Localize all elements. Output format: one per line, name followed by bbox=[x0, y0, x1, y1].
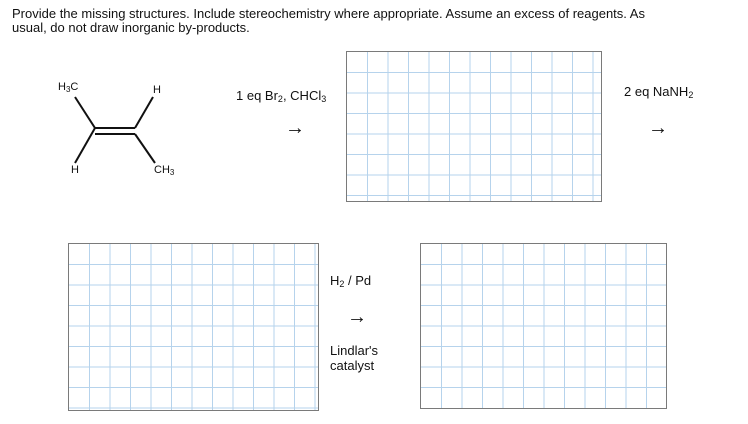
instructions: Provide the missing structures. Include … bbox=[12, 7, 732, 35]
methyl-label-top-left: H3C bbox=[58, 81, 79, 94]
catalyst-line-1: Lindlar's bbox=[330, 343, 379, 358]
reagent-step-3: H2 / Pd bbox=[330, 273, 372, 289]
reaction-arrow-2-icon: → bbox=[648, 117, 668, 139]
reaction-arrow-1-icon: → bbox=[285, 117, 305, 139]
answer-box-3[interactable] bbox=[420, 243, 667, 409]
grid-pattern-3 bbox=[421, 244, 666, 408]
reaction-arrow-3-icon: → bbox=[347, 306, 367, 328]
hydrogen-label-bottom-left: H bbox=[71, 164, 79, 176]
answer-box-1[interactable] bbox=[346, 51, 602, 202]
methyl-label-bottom-right: CH3 bbox=[154, 164, 175, 177]
starting-alkene: H3C H H CH3 bbox=[30, 70, 210, 190]
catalyst-line-2: catalyst bbox=[330, 358, 375, 373]
grid-pattern-1 bbox=[347, 52, 601, 201]
hydrogen-label-top-right: H bbox=[153, 84, 161, 96]
reagent-step-3-catalyst: Lindlar's catalyst bbox=[330, 343, 378, 373]
answer-box-2[interactable] bbox=[68, 243, 319, 411]
instructions-line-1: Provide the missing structures. Include … bbox=[12, 6, 645, 21]
grid-pattern-2 bbox=[69, 244, 318, 410]
reagent-step-2: 2 eq NaNH2 bbox=[624, 84, 694, 100]
reagent-step-1: 1 eq Br2, CHCl3 bbox=[236, 88, 327, 104]
alkene-bonds bbox=[74, 96, 156, 164]
instructions-line-2: usual, do not draw inorganic by-products… bbox=[12, 20, 250, 35]
